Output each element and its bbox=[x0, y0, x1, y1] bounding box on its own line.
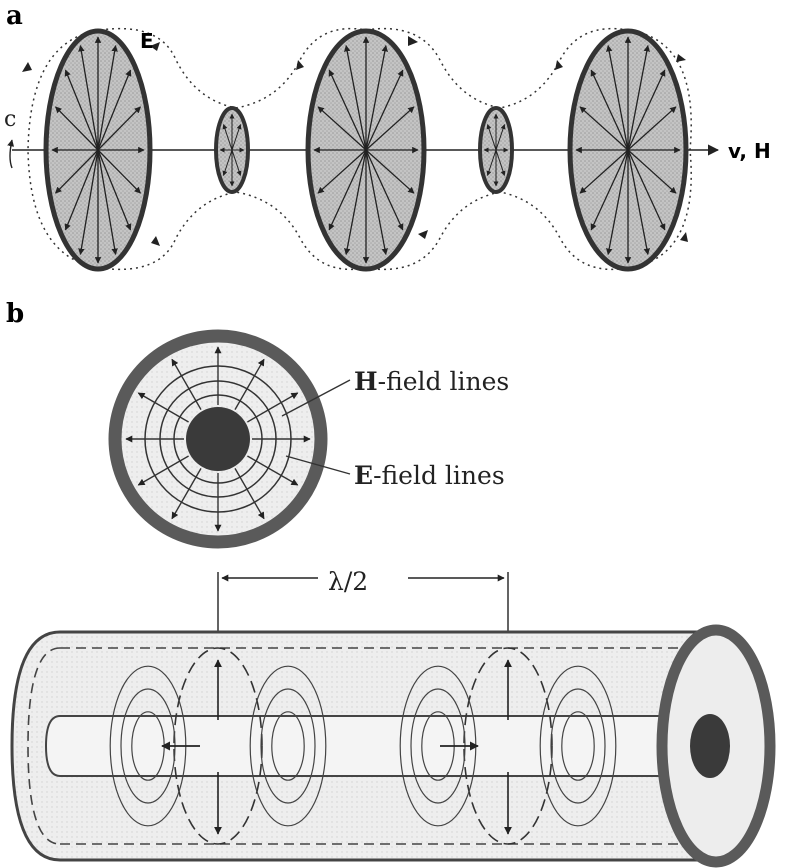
v-h-axis-label: v, H bbox=[728, 139, 771, 163]
e-leader-line bbox=[285, 455, 351, 475]
panel-b-label: b bbox=[6, 299, 24, 329]
h-leader-line bbox=[281, 379, 351, 417]
field-node bbox=[214, 106, 250, 194]
field-node bbox=[478, 106, 514, 194]
e-field-cross-sections bbox=[43, 28, 689, 272]
field-nodes bbox=[214, 106, 514, 194]
lambda-half-label: λ/2 bbox=[328, 567, 368, 596]
e-field-ellipse bbox=[567, 28, 689, 272]
e-field-ellipse bbox=[305, 28, 427, 272]
e-field-rays bbox=[125, 346, 311, 532]
loop-arrowheads bbox=[22, 36, 688, 246]
h-field-lines-label: H-field lines bbox=[354, 367, 509, 396]
panel-a-label: a bbox=[6, 1, 23, 31]
e-field-lines-label: E-field lines bbox=[354, 461, 505, 490]
panel-a-wave bbox=[7, 27, 720, 272]
e-field-label: E bbox=[140, 29, 154, 53]
coax-cross-section bbox=[108, 329, 351, 549]
c-direction-arrow bbox=[7, 139, 15, 169]
tube-field-lines bbox=[109, 647, 617, 845]
coax-cylinder bbox=[10, 624, 776, 868]
c-label: c bbox=[4, 107, 16, 132]
e-field-ellipse bbox=[43, 28, 153, 272]
inner-conductor bbox=[186, 407, 250, 471]
